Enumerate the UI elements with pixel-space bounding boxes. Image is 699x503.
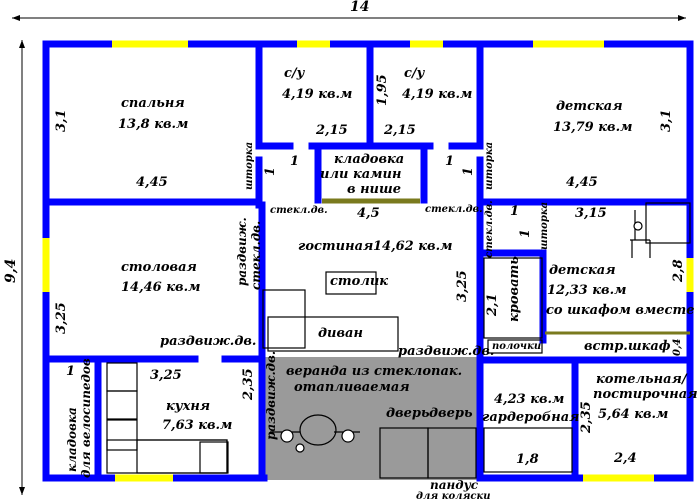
ramp-line-1: пандус — [430, 478, 479, 492]
boiler-area: 5,64 кв.м — [598, 407, 669, 422]
dining-name: столовая — [121, 260, 197, 275]
kids-area: 13,79 кв.м — [553, 120, 633, 135]
boiler-height-label: 2,35 — [579, 401, 594, 433]
living-height-label: 3,25 — [455, 270, 470, 302]
kids2-area: 12,33 кв.м — [547, 283, 627, 298]
veranda-line-2: отапливаемая — [294, 380, 410, 395]
veranda-line-1: веранда из стеклопак. — [286, 364, 463, 379]
boiler-width-label: 2,4 — [614, 451, 637, 466]
bike-storage-line-1: кладовка — [65, 407, 79, 472]
door-label-1: дверь — [386, 406, 430, 421]
bath1-width-label: 2,15 — [316, 123, 348, 138]
kids2-door-label: 1 — [510, 204, 520, 219]
wardrobe-width-label: 1,8 — [516, 452, 539, 467]
kids2-note: со шкафом вместе — [546, 303, 695, 318]
kids2-height-label: 2,8 — [671, 259, 686, 282]
bike-storage-line-2: для велосипедов — [79, 358, 93, 478]
bed-label: кровать — [507, 256, 522, 322]
kitchen-name: кухня — [166, 399, 211, 414]
corridor-left-label: 1 — [290, 154, 300, 169]
living-name: гостиная — [298, 239, 374, 254]
corridor-left-label-2: 1 — [263, 166, 278, 176]
pantry-line-1: кладовка — [334, 152, 405, 167]
built-in-closet-label: встр.шкаф — [584, 339, 671, 354]
pantry-line-3: в нише — [347, 182, 402, 197]
glass-door-left-label: стекл.дв. — [270, 205, 328, 216]
dining-area: 14,46 кв.м — [121, 280, 201, 295]
bedroom-area: 13,8 кв.м — [118, 117, 189, 132]
total-height-label: 9,4 — [3, 258, 19, 283]
bedroom-height-label: 3,1 — [54, 109, 69, 132]
bedroom-width-label: 4,45 — [136, 175, 168, 190]
kitchen-height-label: 2,35 — [241, 368, 256, 400]
kids-width-label: 4,45 — [566, 175, 598, 190]
sliding-door-living-label: раздвиж.дв. — [398, 344, 495, 359]
bath1-area: 4,19 кв.м — [282, 87, 353, 102]
kids2-door-label-2: 1 — [518, 228, 533, 238]
wardrobe-name: гардеробная — [482, 410, 580, 425]
sliding-glass-door-line-1: раздвиж. — [235, 217, 249, 286]
living-width-label: 4,5 — [357, 206, 380, 221]
shelves-label: полочки — [492, 341, 542, 352]
dimension-lines — [12, 17, 686, 495]
kids-name: детская — [556, 99, 623, 114]
boiler-line-2: постирочная — [593, 387, 698, 402]
curtain-kids2-label: шторка — [539, 201, 550, 250]
kitchen-area: 7,63 кв.м — [162, 418, 233, 433]
sofa-label: диван — [318, 326, 363, 341]
bed-length-label: 2,1 — [485, 293, 500, 316]
bath2-name: с/у — [404, 66, 425, 81]
curtain-left-label: шторка — [244, 141, 255, 190]
kitchen-width-label: 3,25 — [150, 368, 182, 383]
table-label: столик — [330, 274, 389, 289]
corridor-right-label: 1 — [445, 154, 455, 169]
boiler-line-1: котельная/ — [596, 372, 687, 387]
sliding-door-kitchen-label: раздвиж.дв. — [264, 350, 278, 440]
kids2-width-label: 3,15 — [575, 206, 607, 221]
bath2-width-label: 2,15 — [384, 123, 416, 138]
bath2-area: 4,19 кв.м — [402, 87, 473, 102]
kids2-name: детская — [549, 263, 616, 278]
ramp-line-2: для коляски — [416, 491, 491, 502]
bedroom-name: спальня — [121, 96, 185, 111]
windows — [42, 40, 694, 482]
corridor-right-label-2: 1 — [461, 166, 476, 176]
sliding-glass-door-line-2: стекл.дв. — [249, 220, 263, 290]
pantry-line-2: или камин — [320, 167, 402, 182]
glass-door-right-label: стекл.дв. — [425, 204, 483, 215]
bath-height-label: 1,95 — [375, 74, 390, 106]
kids-height-label: 3,1 — [659, 109, 674, 132]
sliding-door-dining-label: раздвиж.дв. — [160, 334, 257, 349]
door-label-2: дверь — [429, 406, 473, 421]
total-width-label: 14 — [350, 0, 370, 15]
curtain-right-label: шторка — [484, 141, 495, 190]
glass-door-kids2-label: стекл.дв. — [484, 200, 495, 258]
bike-storage-width-label: 1 — [66, 364, 76, 379]
closet-gap-label: 0,4 — [672, 338, 683, 356]
dining-height-label: 3,25 — [54, 302, 69, 334]
veranda-floor — [264, 357, 480, 480]
bath1-name: с/у — [284, 66, 305, 81]
furniture-fill — [280, 221, 643, 453]
dimension-arrows — [12, 15, 686, 495]
living-area: 14,62 кв.м — [373, 239, 453, 254]
wardrobe-area: 4,23 кв.м — [494, 392, 565, 407]
